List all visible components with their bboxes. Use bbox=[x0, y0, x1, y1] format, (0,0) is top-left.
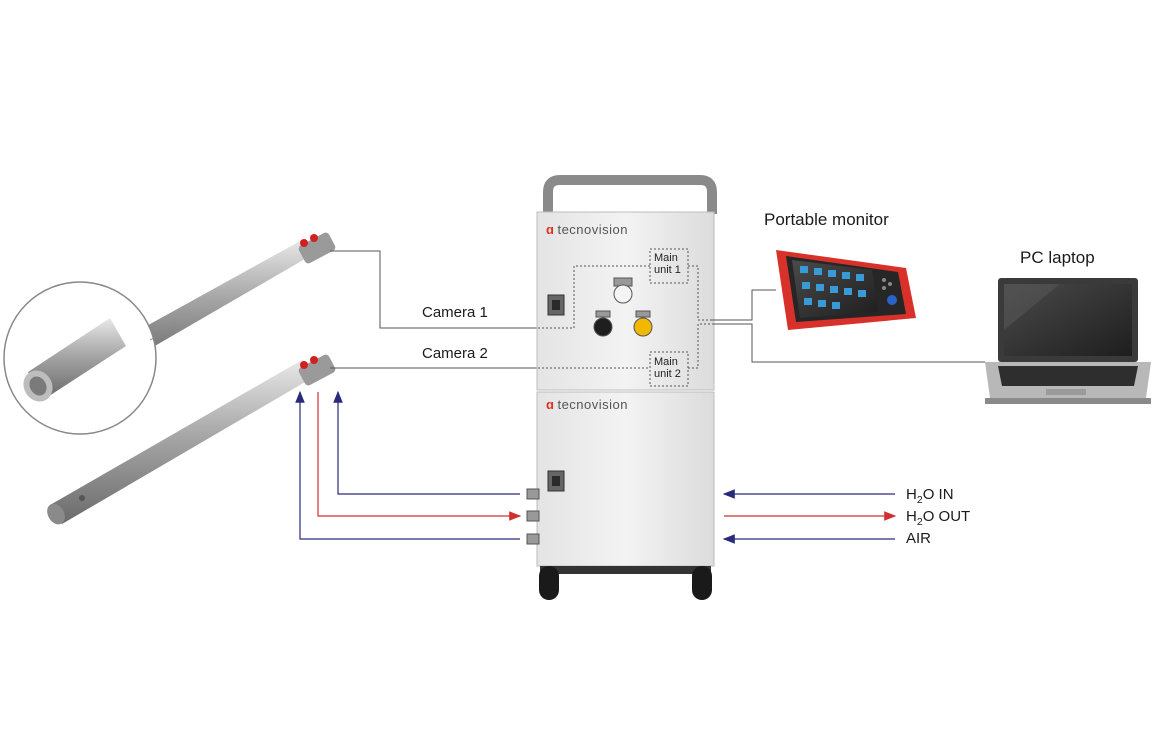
white-button bbox=[613, 284, 633, 304]
probe-tip-zoom bbox=[3, 281, 176, 435]
camera-probe-2 bbox=[47, 354, 336, 525]
camera-1-label: Camera 1 bbox=[422, 304, 488, 321]
wheel-left bbox=[539, 566, 559, 600]
h2o-out-line-left bbox=[317, 392, 522, 521]
camera-1-cable bbox=[330, 250, 538, 329]
h2o-in-label: H2O IN bbox=[906, 486, 954, 506]
pc-laptop-label: PC laptop bbox=[1020, 248, 1095, 267]
yellow-button bbox=[633, 317, 653, 337]
logo-mark-icon: ɑ bbox=[546, 222, 555, 237]
portable-monitor-label: Portable monitor bbox=[764, 210, 889, 229]
monitor-cable bbox=[712, 289, 985, 363]
portable-monitor bbox=[776, 250, 916, 330]
air-label: AIR bbox=[906, 530, 932, 547]
air-line-left bbox=[295, 390, 520, 540]
wheel-right bbox=[692, 566, 712, 600]
cabinet bbox=[526, 175, 717, 600]
pc-laptop bbox=[985, 278, 1151, 404]
black-button bbox=[593, 317, 613, 337]
h2o-out-label: H2O OUT bbox=[906, 508, 971, 528]
logo-mark-icon: ɑ bbox=[546, 397, 555, 412]
h2o-in-line-left bbox=[333, 390, 520, 495]
lower-connectors bbox=[526, 488, 540, 545]
camera-2-label: Camera 2 bbox=[422, 345, 488, 362]
